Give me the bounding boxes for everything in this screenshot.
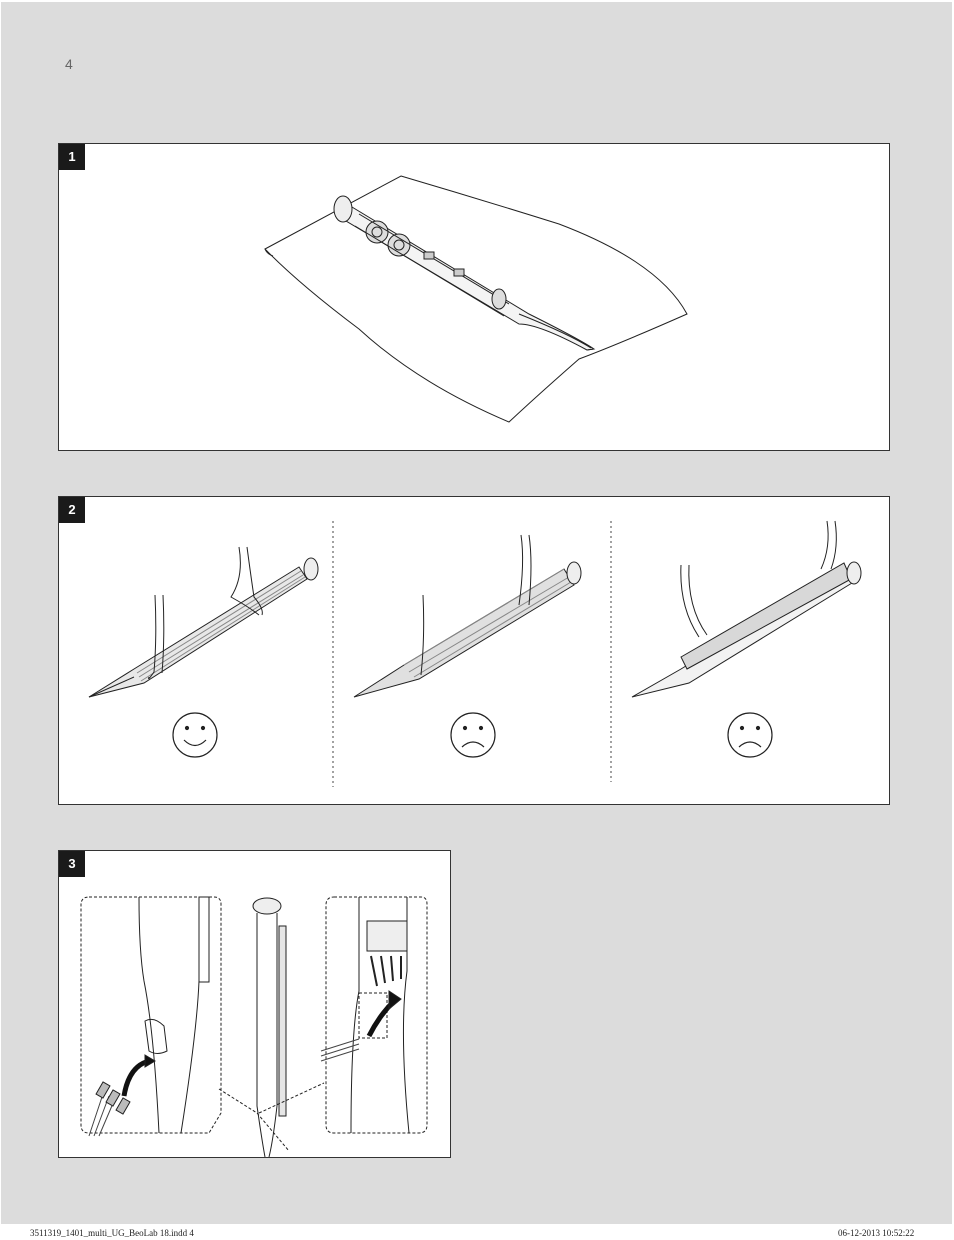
- page-number: 4: [65, 56, 73, 72]
- speaker-on-cloth-illustration: [264, 175, 688, 423]
- carrying-illustrations: [88, 520, 862, 787]
- smiley-icon: [172, 712, 218, 758]
- step-1-badge: 1: [59, 144, 85, 170]
- step-1-panel: 1: [58, 143, 890, 451]
- step-3-badge: 3: [59, 851, 85, 877]
- cable-connection-illustration: [80, 896, 428, 1157]
- frown-icon: [450, 712, 496, 758]
- correct-carry-illustration: [88, 546, 319, 698]
- wrong-carry-illustration-1: [353, 534, 582, 698]
- footer-file-info: 3511319_1401_multi_UG_BeoLab 18.indd 4: [30, 1228, 194, 1238]
- step-2-badge: 2: [59, 497, 85, 523]
- step-2-panel: 2: [58, 496, 890, 805]
- wrong-carry-illustration-2: [631, 520, 862, 698]
- frown-icon: [727, 712, 773, 758]
- footer-datetime: 06-12-2013 10:52:22: [838, 1228, 915, 1238]
- step-3-panel: 3: [58, 850, 451, 1158]
